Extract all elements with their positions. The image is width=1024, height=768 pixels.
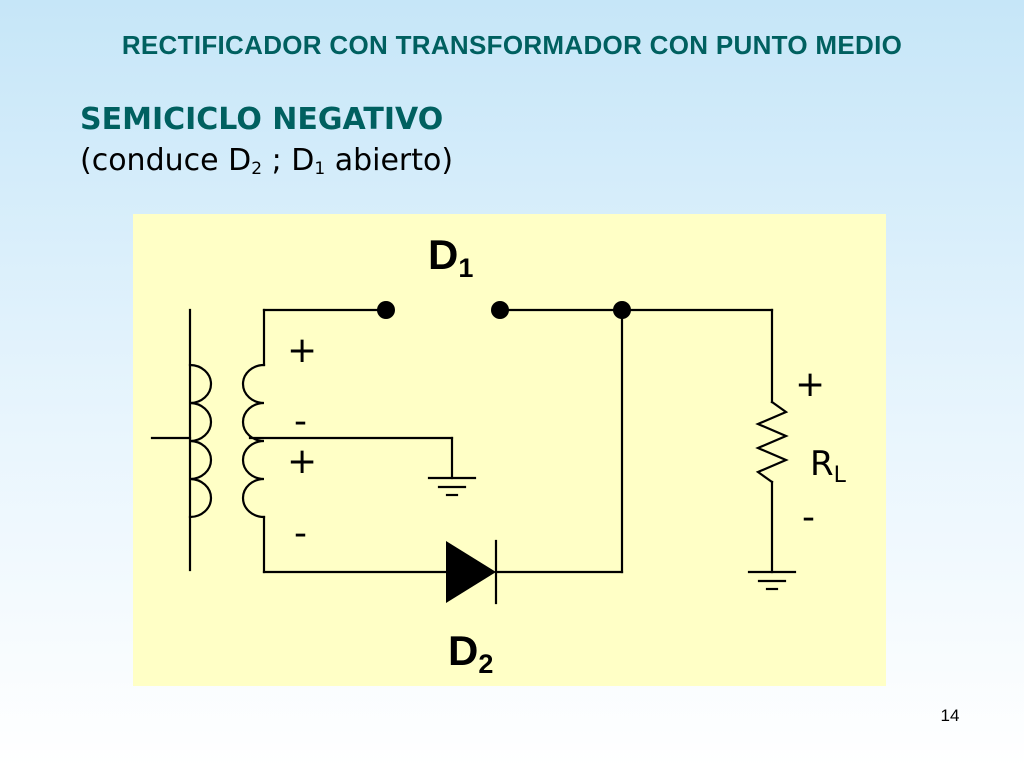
d2-label-index: 2 (478, 649, 494, 679)
secondary-top-plus-sign: + (287, 330, 318, 371)
secondary-bottom-plus-sign: + (287, 441, 318, 482)
primary-winding-coil (188, 363, 213, 519)
d2-label: D2 (448, 630, 493, 678)
subheading-close-text: abierto) (325, 143, 454, 178)
subheading-mid-text: ; D (262, 143, 315, 178)
d1-label: D1 (428, 234, 473, 282)
output-junction-dot (613, 301, 631, 319)
d1-label-index: 1 (458, 253, 474, 283)
load-resistor-label-letter: R (810, 444, 834, 484)
d2-label-letter: D (448, 627, 479, 674)
load-resistor-label: RL (810, 447, 846, 487)
secondary-winding-coil (241, 363, 266, 519)
d2-diode-triangle (446, 541, 496, 603)
d1-label-letter: D (428, 231, 459, 278)
load-resistor-zigzag (755, 400, 789, 484)
page-number: 14 (940, 706, 960, 725)
section-subheading: (conduce D2 ; D1 abierto) (80, 143, 453, 179)
load-resistor-label-index: L (833, 463, 846, 488)
subheading-d1-index: 1 (314, 159, 326, 179)
slide-title: RECTIFICADOR CON TRANSFORMADOR CON PUNTO… (121, 30, 903, 60)
secondary-bottom-minus-sign: - (294, 513, 307, 554)
d1-cathode-terminal-dot (491, 301, 509, 319)
subheading-d2-index: 2 (251, 159, 263, 179)
secondary-top-minus-sign: - (294, 401, 307, 442)
section-heading: SEMICICLO NEGATIVO (80, 102, 444, 137)
subheading-open-text: (conduce D (80, 143, 252, 178)
load-minus-sign: - (802, 497, 815, 538)
load-plus-sign: + (795, 364, 826, 405)
d1-anode-terminal-dot (377, 301, 395, 319)
